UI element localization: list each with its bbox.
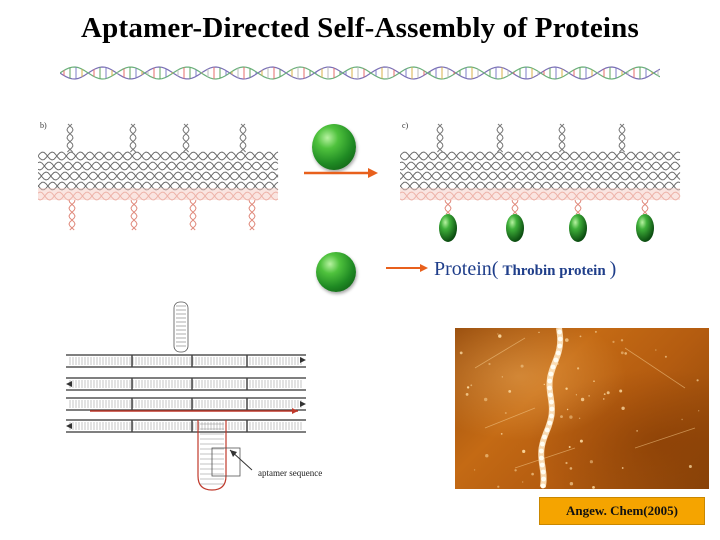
dna-strand-banner: [60, 58, 660, 88]
protein-sphere-icon: [312, 124, 356, 170]
legend-arrow-icon: [384, 262, 430, 274]
protein-legend-label: Protein( Throbin protein ): [434, 258, 616, 281]
slide-title: Aptamer-Directed Self-Assembly of Protei…: [0, 12, 720, 45]
panel-label-b: b): [40, 121, 47, 130]
afm-microscopy-image: [455, 328, 709, 489]
protein-label-detail: Throbin protein: [502, 263, 605, 279]
citation-box: Angew. Chem(2005): [539, 497, 705, 525]
protein-label-main: Protein(: [434, 258, 498, 280]
dna-lattice-with-aptamers-diagram: b): [38, 118, 283, 238]
aptamer-sequence-label: aptamer sequence: [258, 468, 322, 478]
dna-lattice-with-bound-proteins-diagram: c): [400, 118, 685, 248]
protein-legend-sphere-icon: [316, 252, 356, 292]
protein-label-close: ): [610, 258, 617, 280]
dna-tile-assembly-diagram: aptamer sequence: [62, 300, 352, 500]
right-arrow-icon: [302, 166, 380, 180]
panel-label-c: c): [402, 121, 409, 130]
